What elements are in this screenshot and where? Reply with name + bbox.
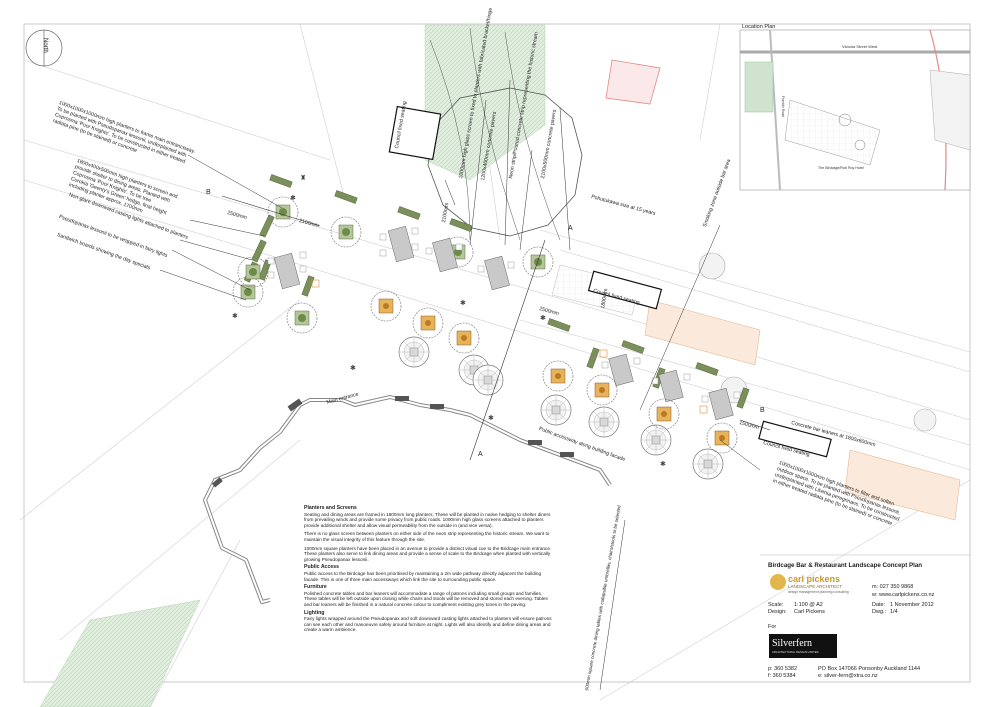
notes-para-lighting: Fairy lights wrapped around the Pseudopa… — [304, 616, 552, 633]
date-label: Date: — [872, 602, 886, 608]
client-logo: Silverfern — [772, 638, 812, 649]
for-label: For — [768, 624, 777, 630]
fax-number: f: 360 5384 — [768, 673, 796, 679]
chairs — [267, 227, 741, 403]
notes-heading-access: Public Access — [304, 564, 339, 571]
location-street-label: Victoria Street West — [842, 44, 878, 49]
svg-text:✱: ✱ — [232, 312, 238, 320]
north-arrow — [25, 29, 63, 67]
logo-tagline: design management planning consulting — [788, 590, 849, 594]
notes-para-planters-1: Seating and dining areas are framed in 1… — [304, 511, 551, 528]
council-seating-boxes — [388, 105, 832, 458]
notes-para-furniture: Polished concrete tables and bar leaners… — [304, 590, 548, 607]
dwg-label: Dwg.: — [872, 609, 887, 615]
phone-number: p: 360 5382 — [768, 666, 798, 672]
po-box: PO Box 147066 Ponsonby Auckland 1144 — [818, 666, 921, 672]
notes-para-planters-2: There is no glass screen between planter… — [304, 531, 550, 542]
design-value: Carl Pickens — [794, 609, 825, 615]
notes-heading-lighting: Lighting — [304, 609, 325, 616]
location-plan-title: Location Plan — [742, 24, 776, 30]
dwg-value: 1/4 — [890, 609, 898, 615]
notes-para-access: Public access to the Birdcage has been p… — [304, 570, 542, 582]
logo-mark — [769, 574, 837, 658]
title-block: Birdcage Bar & Restaurant Landscape Conc… — [768, 562, 968, 682]
email: e: silver-fern@xtra.co.nz — [818, 673, 878, 679]
design-notes: Planters and Screens Seating and dining … — [304, 503, 556, 636]
mobile-number: m: 027 350 9868 — [872, 584, 914, 590]
client-subtitle: ARCHITECTURAL DESIGN LIMITED — [772, 650, 819, 654]
logo-subtitle: LANDSCAPE ARCHITECT — [788, 584, 843, 589]
left-annotation-group: 1000x1000x1000mm high planters to frame … — [52, 100, 196, 271]
location-hotel-label: The Birdcage/Rob Roy Hotel — [818, 166, 864, 170]
notes-para-planters-3: 1000mm square planters have been placed … — [304, 545, 552, 562]
svg-text:✱: ✱ — [290, 194, 296, 202]
building-inner-line — [203, 395, 611, 604]
svg-text:✱: ✱ — [660, 460, 666, 468]
people-figures: ♜ ✱ ✱ ✱ ✱ ✱ ✱ ✱ — [232, 174, 666, 468]
website: w: www.carlpickens.co.nz — [872, 592, 935, 598]
svg-text:✱: ✱ — [540, 314, 546, 322]
section-marker-a2: A — [478, 451, 483, 458]
leader-lines — [159, 79, 761, 691]
logo-name: carl pickens — [788, 574, 841, 584]
date-value: 1 November 2012 — [890, 602, 934, 608]
location-plan-inset — [739, 29, 971, 191]
section-marker-b2: B — [760, 407, 765, 414]
scale-label: Scale: — [768, 602, 784, 608]
small-markers — [311, 279, 708, 414]
building-doors — [211, 396, 574, 488]
north-label: North — [42, 38, 48, 53]
svg-text:✱: ✱ — [488, 414, 494, 422]
design-label: Design: — [768, 609, 787, 615]
section-marker-a1: A — [568, 225, 573, 232]
section-marker-b1: B — [206, 189, 211, 196]
scale-value: 1:100 @ A2 — [794, 602, 823, 608]
road-lines — [19, 23, 971, 707]
notes-heading-furniture: Furniture — [304, 584, 327, 591]
notes-heading-planters: Planters and Screens — [304, 505, 357, 511]
right-planters-annotation: 1000x1000x1000mm high planters to filter… — [772, 460, 901, 527]
svg-text:✱: ✱ — [350, 364, 356, 372]
svg-text:♜: ♜ — [300, 174, 306, 182]
svg-text:✱: ✱ — [460, 299, 466, 307]
location-road-label: Franklin Road — [781, 96, 785, 118]
drawing-title: Birdcage Bar & Restaurant Landscape Conc… — [768, 562, 923, 569]
dining-tables — [273, 225, 734, 421]
section-lines — [221, 195, 771, 461]
